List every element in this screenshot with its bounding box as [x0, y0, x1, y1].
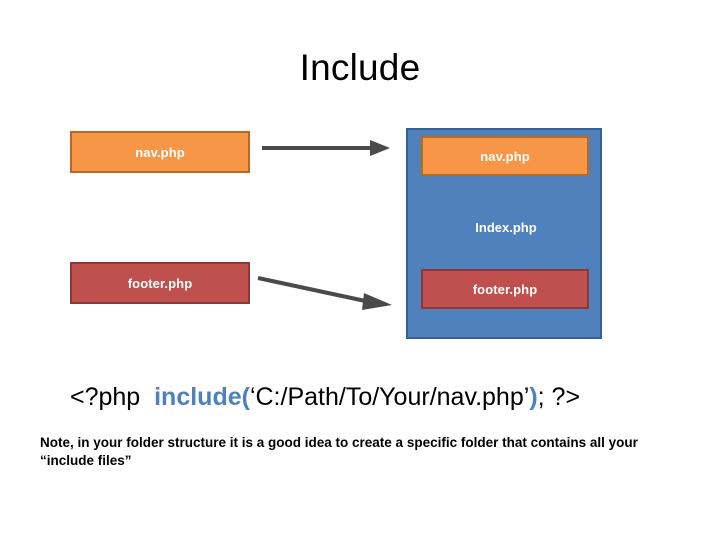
- nav-php-included-label: nav.php: [480, 148, 530, 164]
- page-title: Include: [299, 47, 421, 88]
- arrow-nav-icon: [262, 140, 390, 156]
- footer-php-included-box: footer.php: [421, 269, 589, 309]
- code-snippet: <?php include(‘C:/Path/To/Your/nav.php’)…: [70, 381, 580, 413]
- code-path-literal: ‘C:/Path/To/Your/nav.php’: [249, 383, 530, 411]
- footer-php-source-label: footer.php: [127, 275, 193, 291]
- code-include-keyword: include(: [154, 383, 250, 411]
- arrow-footer-icon: [257, 276, 392, 310]
- index-php-label: Index.php: [475, 220, 537, 235]
- code-close-paren: ): [529, 383, 538, 411]
- code-close-tag: ?>: [551, 383, 581, 411]
- footer-php-source-box: footer.php: [70, 262, 250, 304]
- note-text: Note, in your folder structure it is a g…: [40, 435, 638, 468]
- nav-php-source-label: nav.php: [135, 144, 185, 160]
- nav-php-included-box: nav.php: [421, 136, 589, 176]
- code-open-tag: <?php: [70, 383, 155, 411]
- footer-php-included-label: footer.php: [472, 281, 538, 297]
- nav-php-source-box: nav.php: [70, 131, 250, 173]
- index-php-container: nav.php Index.php footer.php: [406, 128, 602, 339]
- code-semicolon: ;: [537, 383, 552, 411]
